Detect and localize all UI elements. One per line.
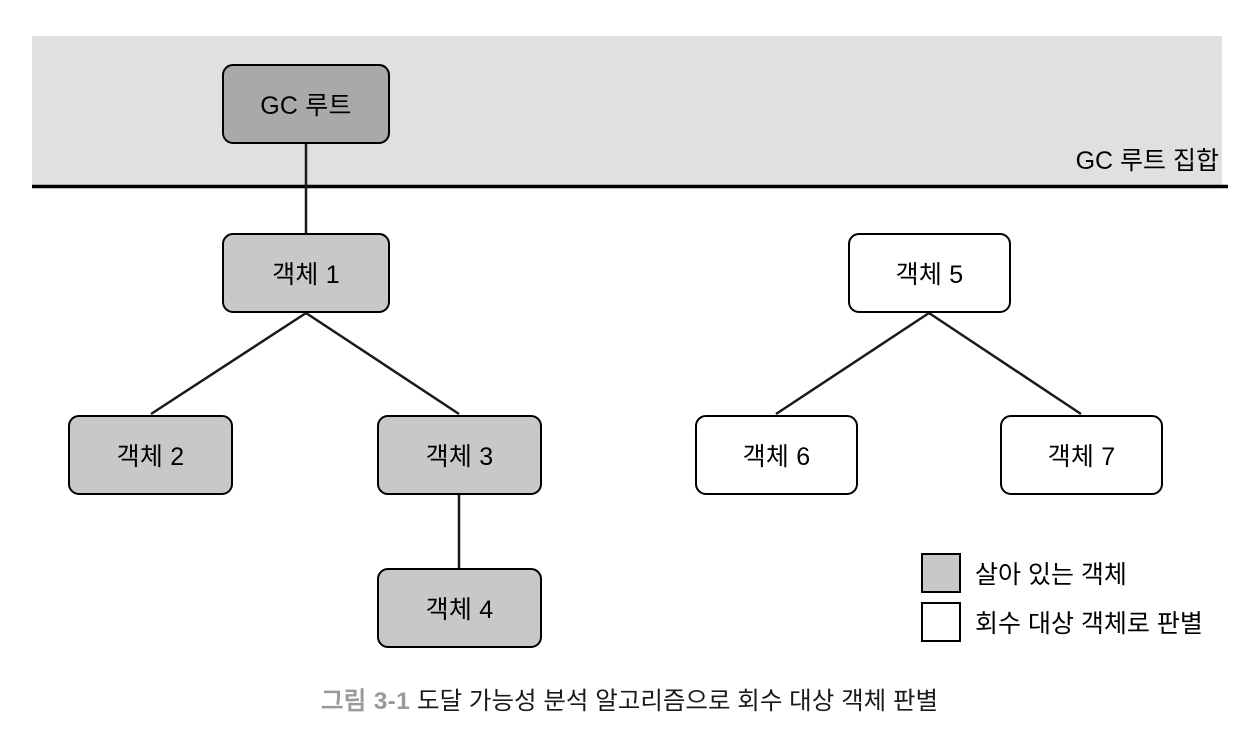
edge-object-1-object-3 <box>305 311 460 416</box>
node-object-1[interactable]: 객체 1 <box>222 233 390 313</box>
node-object-5[interactable]: 객체 5 <box>848 233 1011 313</box>
node-gc-root[interactable]: GC 루트 <box>222 64 390 144</box>
figure-caption-text: 도달 가능성 분석 알고리즘으로 회수 대상 객체 판별 <box>417 688 939 715</box>
edge-object-1-object-2 <box>150 311 307 416</box>
node-object-6[interactable]: 객체 6 <box>695 415 858 495</box>
node-object-2[interactable]: 객체 2 <box>68 415 233 495</box>
legend-swatch-live-icon <box>921 553 961 593</box>
node-object-3[interactable]: 객체 3 <box>377 415 542 495</box>
gc-root-set-label: GC 루트 집합 <box>1075 147 1219 175</box>
legend-label-live-object: 살아 있는 객체 <box>975 561 1127 589</box>
legend-item-collected-object: 회수 대상 객체로 판별 <box>921 602 1203 642</box>
gc-root-set-band <box>32 36 1222 186</box>
node-object-7[interactable]: 객체 7 <box>1000 415 1163 495</box>
node-object-4[interactable]: 객체 4 <box>377 568 542 648</box>
figure-caption-number: 그림 3-1 <box>320 688 411 715</box>
legend-item-live-object: 살아 있는 객체 <box>921 553 1127 593</box>
edge-object-5-object-7 <box>928 311 1082 416</box>
legend-swatch-collected-icon <box>921 602 961 642</box>
edge-object-5-object-6 <box>775 311 930 416</box>
legend-label-collected-object: 회수 대상 객체로 판별 <box>975 610 1203 638</box>
